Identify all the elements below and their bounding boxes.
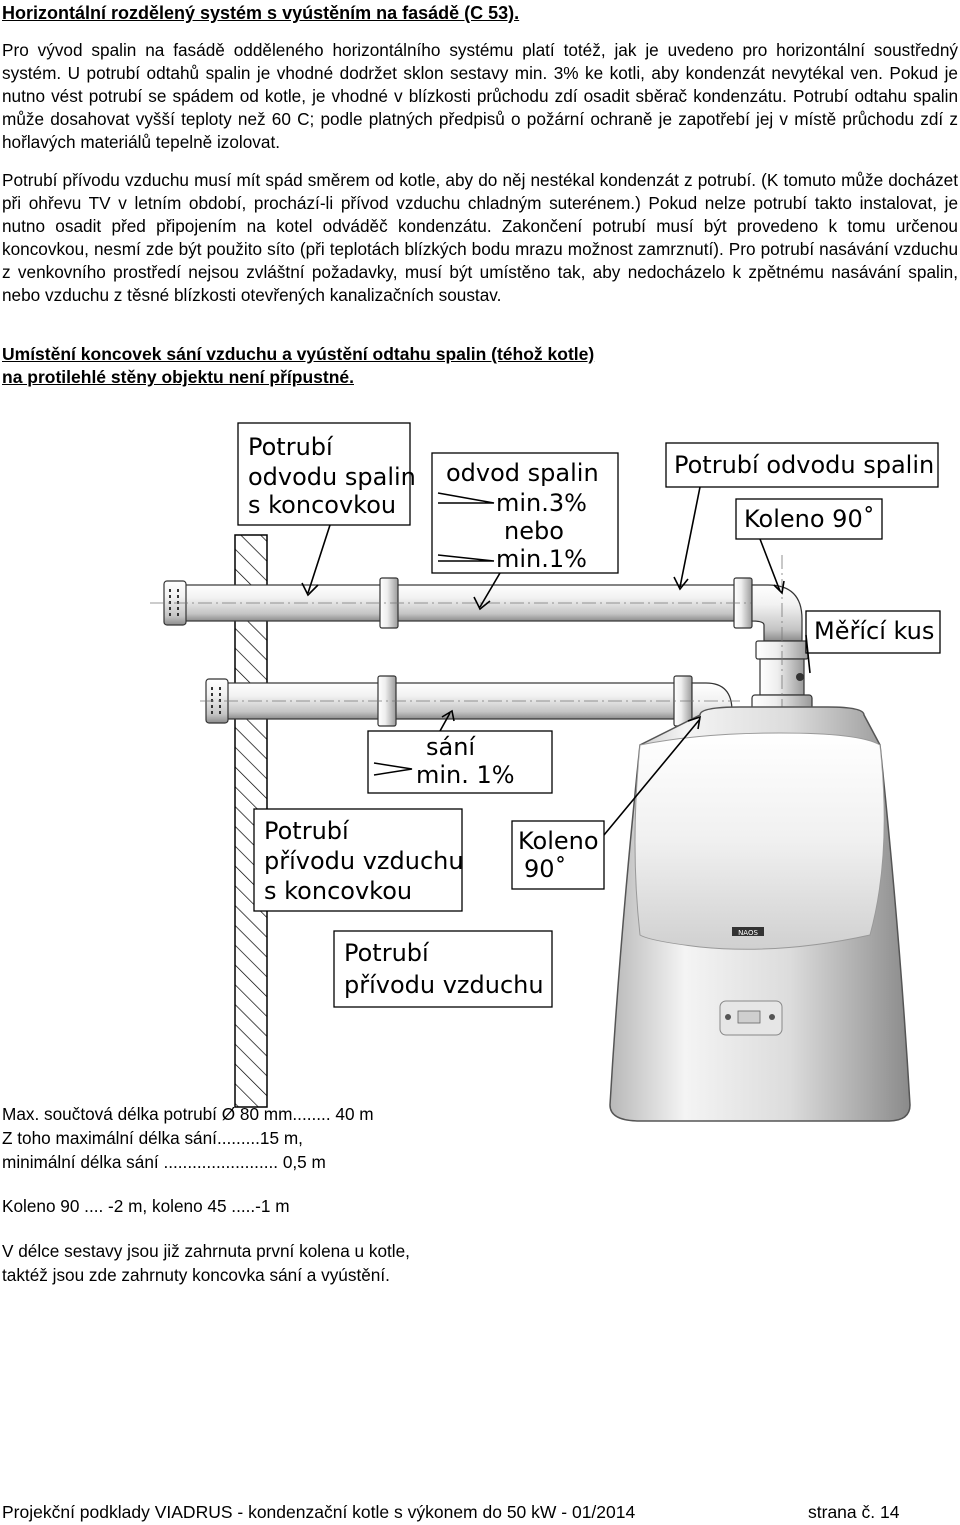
label-line: Potrubí bbox=[264, 817, 350, 845]
label-elbow-top: Koleno 90˚ bbox=[735, 498, 883, 595]
label-line: přívodu vzduchu bbox=[344, 971, 544, 999]
label-line: Potrubí bbox=[344, 939, 430, 967]
label-flue-pipe: Potrubí odvodu spalin bbox=[665, 442, 939, 591]
paragraph-air-intake: Potrubí přívodu vzduchu musí mít spád sm… bbox=[2, 170, 958, 305]
flue-system-diagram: NAOS Potrubí odvodu spalin s koncovkou o… bbox=[150, 422, 941, 1122]
label-line: min. 1% bbox=[416, 761, 515, 789]
label-flue-terminal: Potrubí odvodu spalin s koncovkou bbox=[237, 422, 416, 597]
label-line: přívodu vzduchu bbox=[264, 847, 464, 875]
spec-elbow-losses: Koleno 90 .... -2 m, koleno 45 .....-1 m bbox=[2, 1196, 290, 1216]
section-heading: Horizontální rozdělený systém s vyústění… bbox=[2, 3, 520, 23]
spec-max-intake: Z toho maximální délka sání.........15 m… bbox=[2, 1128, 303, 1148]
spec-min-intake: minimální délka sání ...................… bbox=[2, 1152, 326, 1172]
label-line: min.3% bbox=[496, 489, 587, 517]
label-measuring-piece: Měřící kus bbox=[805, 610, 941, 674]
spec-note-1: V délce sestavy jsou již zahrnuta první … bbox=[2, 1241, 410, 1261]
label-line: odvod spalin bbox=[446, 459, 599, 487]
spec-max-length: Max. součtová délka potrubí Ø 80 mm.....… bbox=[2, 1104, 374, 1124]
warning-line-1: Umístění koncovek sání vzduchu a vyústěn… bbox=[2, 344, 595, 364]
boiler bbox=[609, 706, 911, 1122]
label-line: sání bbox=[426, 733, 476, 761]
label-line: nebo bbox=[504, 517, 564, 545]
spec-note-2: taktéž jsou zde zahrnuty koncovka sání a… bbox=[2, 1265, 390, 1285]
label-intake-pipe: Potrubí přívodu vzduchu bbox=[333, 930, 553, 1008]
label-line: s koncovkou bbox=[264, 877, 412, 905]
warning-line-2: na protilehlé stěny objektu není přípust… bbox=[2, 367, 354, 387]
brand-label: NAOS bbox=[738, 929, 758, 937]
label-intake-terminal: Potrubí přívodu vzduchu s koncovkou bbox=[253, 808, 464, 912]
label-line: 90˚ bbox=[524, 855, 567, 883]
label-flue-slope: odvod spalin min.3% nebo min.1% bbox=[431, 452, 619, 611]
page-number: strana č. 14 bbox=[808, 1502, 900, 1522]
brand-plate bbox=[732, 927, 764, 936]
label-line: Měřící kus bbox=[814, 617, 934, 645]
label-line: s koncovkou bbox=[248, 491, 396, 519]
label-line: Potrubí bbox=[248, 433, 334, 461]
label-intake-slope: sání min. 1% bbox=[367, 709, 553, 794]
paragraph-flue: Pro vývod spalin na fasádě odděleného ho… bbox=[2, 40, 958, 152]
footer-title: Projekční podklady VIADRUS - kondenzační… bbox=[2, 1502, 636, 1522]
flue-pipe bbox=[150, 577, 800, 629]
label-line: Potrubí odvodu spalin bbox=[674, 451, 934, 479]
intake-pipe bbox=[200, 675, 740, 736]
label-line: odvodu spalin bbox=[248, 463, 416, 491]
flue-elbow bbox=[751, 555, 813, 735]
label-elbow-low: Koleno 90˚ bbox=[511, 715, 702, 890]
warning-note: Umístění koncovek sání vzduchu a vyústěn… bbox=[2, 343, 594, 389]
label-line: Koleno 90˚ bbox=[744, 505, 875, 533]
label-line: min.1% bbox=[496, 545, 587, 573]
label-line: Koleno bbox=[518, 827, 599, 855]
